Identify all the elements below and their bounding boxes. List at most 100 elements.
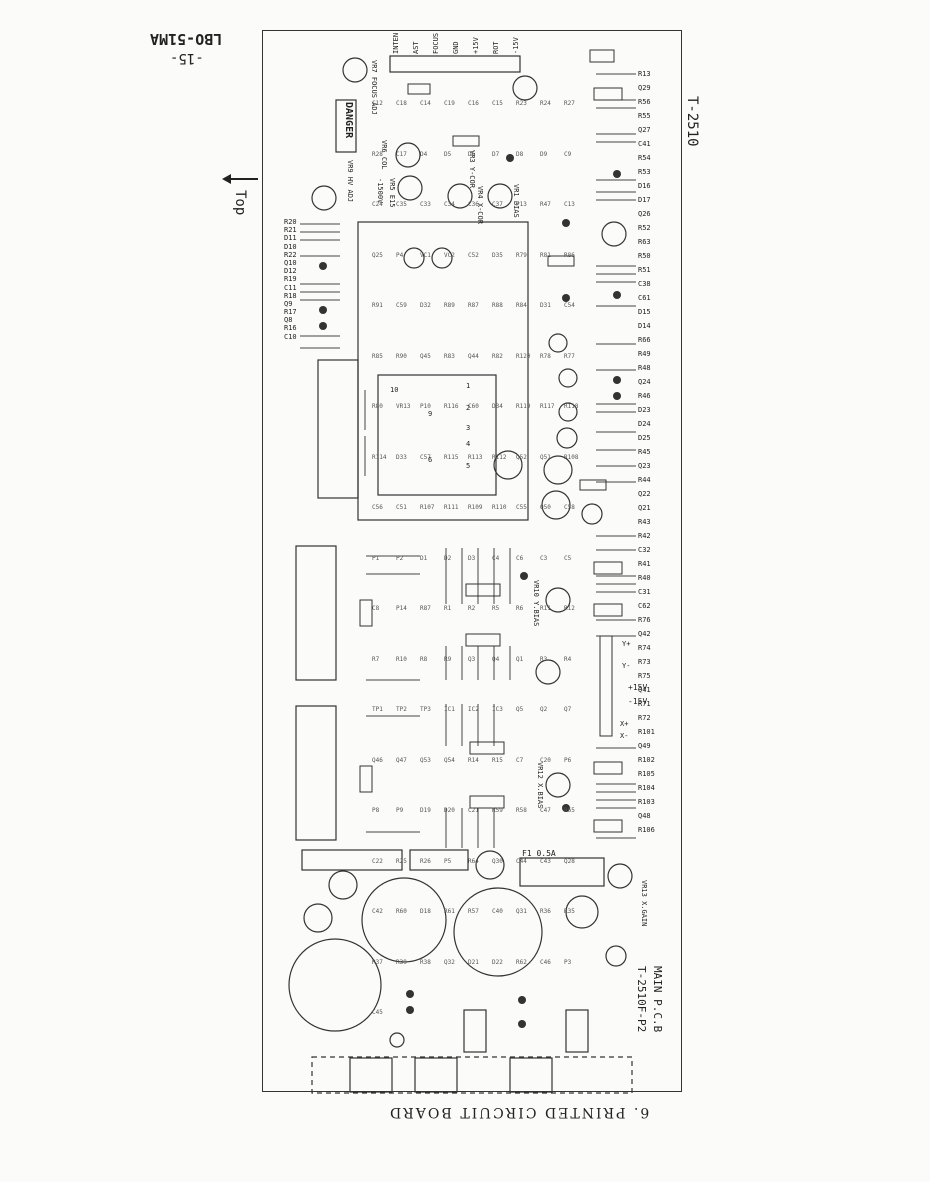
component-label: R49 [638, 350, 651, 358]
component-label: R87 [468, 302, 479, 310]
component-label: D34 [492, 403, 503, 411]
heatsink-q7 [317, 359, 359, 499]
ic2 [463, 1009, 487, 1053]
component-label: R106 [638, 826, 655, 834]
component-label: D2 [444, 554, 452, 562]
component-label: D4 [420, 150, 428, 158]
component-label: R12 [564, 605, 575, 613]
component-label: R79 [516, 251, 527, 259]
component-label: R105 [638, 770, 655, 778]
connector-p8 [452, 135, 480, 147]
component-label: R119 [516, 403, 531, 411]
component-label: C18 [396, 100, 407, 107]
component-label: R5 [492, 605, 500, 613]
component-label: R101 [638, 728, 655, 736]
component-label: C59 [396, 302, 407, 310]
component-label: Q27 [638, 126, 651, 134]
component-label: C44 [516, 857, 527, 865]
connector-p12 [359, 599, 373, 627]
bottom-dashed-area [311, 1056, 633, 1094]
component-label: R27 [564, 100, 575, 107]
component-label: C9 [564, 150, 572, 158]
component-label: D25 [638, 434, 651, 442]
component-label: R72 [638, 714, 651, 722]
component-label: R55 [638, 112, 651, 120]
component-label: R35 [564, 908, 575, 916]
component-label: R15 [492, 756, 503, 764]
component-label: P6 [564, 756, 572, 764]
danger-box [335, 99, 357, 153]
component-label: D31 [540, 302, 551, 310]
component-label: D33 [396, 453, 407, 461]
component-label: R118 [564, 403, 579, 411]
pot-vr1 [487, 183, 513, 209]
component-label: D35 [492, 251, 503, 259]
pot-vr4 [447, 183, 473, 209]
transformer-pin: 6 [428, 456, 433, 464]
component-label: C17 [396, 150, 407, 158]
fuse-f1 [519, 857, 605, 887]
component-label: C12 [372, 100, 383, 107]
component-label: R16 [284, 324, 297, 333]
component-label: R71 [638, 700, 651, 708]
component-label: P9 [396, 807, 404, 815]
component-label: R85 [372, 352, 383, 360]
component-label: D17 [638, 196, 651, 204]
component-label: D19 [420, 807, 431, 815]
plus15v-label: +15V [628, 683, 648, 692]
component-label: R81 [540, 251, 551, 259]
transformer-pin: 1 [466, 382, 471, 390]
component-label: VC1 [420, 251, 431, 259]
component-label: C16 [468, 100, 479, 107]
component-label: R66 [638, 336, 651, 344]
component-label: C8 [372, 605, 380, 613]
component-label: D1 [420, 554, 428, 562]
component-label: R25 [396, 857, 407, 865]
component-label: Q31 [516, 908, 527, 916]
component-label: Q29 [638, 84, 651, 92]
connector-p4 [579, 479, 607, 491]
component-label: R24 [540, 100, 551, 107]
pot-vr13-x [607, 863, 633, 889]
component-label: R74 [638, 644, 651, 652]
component-label: D9 [540, 150, 548, 158]
transformer [377, 374, 497, 496]
component-label: Q45 [420, 352, 431, 360]
component-label: R56 [638, 98, 651, 106]
transformer-pin: 10 [390, 386, 399, 394]
component-label: R22 [284, 250, 297, 259]
trimmer-vc2 [581, 503, 603, 525]
minus15v-label: -15V [628, 697, 648, 706]
component-label: D16 [638, 182, 651, 190]
component-label: R50 [638, 252, 651, 260]
component-label: P3 [564, 958, 572, 966]
component-label: R36 [540, 908, 551, 916]
component-label: C34 [444, 201, 455, 209]
component-label: R18 [284, 291, 297, 300]
component-label: Q49 [638, 742, 651, 750]
heatsink-q46-q47 [295, 545, 337, 681]
component-label: R88 [492, 302, 503, 310]
component-label: Q23 [638, 462, 651, 470]
component-label: R59 [492, 807, 503, 815]
component-label: R64 [468, 857, 479, 865]
component-label: D14 [638, 322, 651, 330]
p7-pin-label: -15V [512, 37, 520, 54]
component-label: P13 [516, 201, 527, 209]
component-label: R73 [638, 658, 651, 666]
component-label: R43 [638, 518, 651, 526]
component-label: Q26 [638, 210, 651, 218]
component-label: C5 [564, 554, 572, 562]
component-label: IC1 [444, 706, 455, 714]
capacitor-c3-large [453, 887, 543, 977]
component-label: R83 [444, 352, 455, 360]
component-label: R8 [420, 655, 428, 663]
component-label: Q25 [372, 251, 383, 259]
component-label: R60 [396, 908, 407, 916]
component-label: D22 [492, 958, 503, 966]
component-label: R13 [638, 70, 651, 78]
component-label: R28 [372, 150, 383, 158]
pcb-outline [262, 30, 682, 1092]
component-label: P5 [444, 857, 452, 865]
component-label: Q3 [468, 655, 476, 663]
